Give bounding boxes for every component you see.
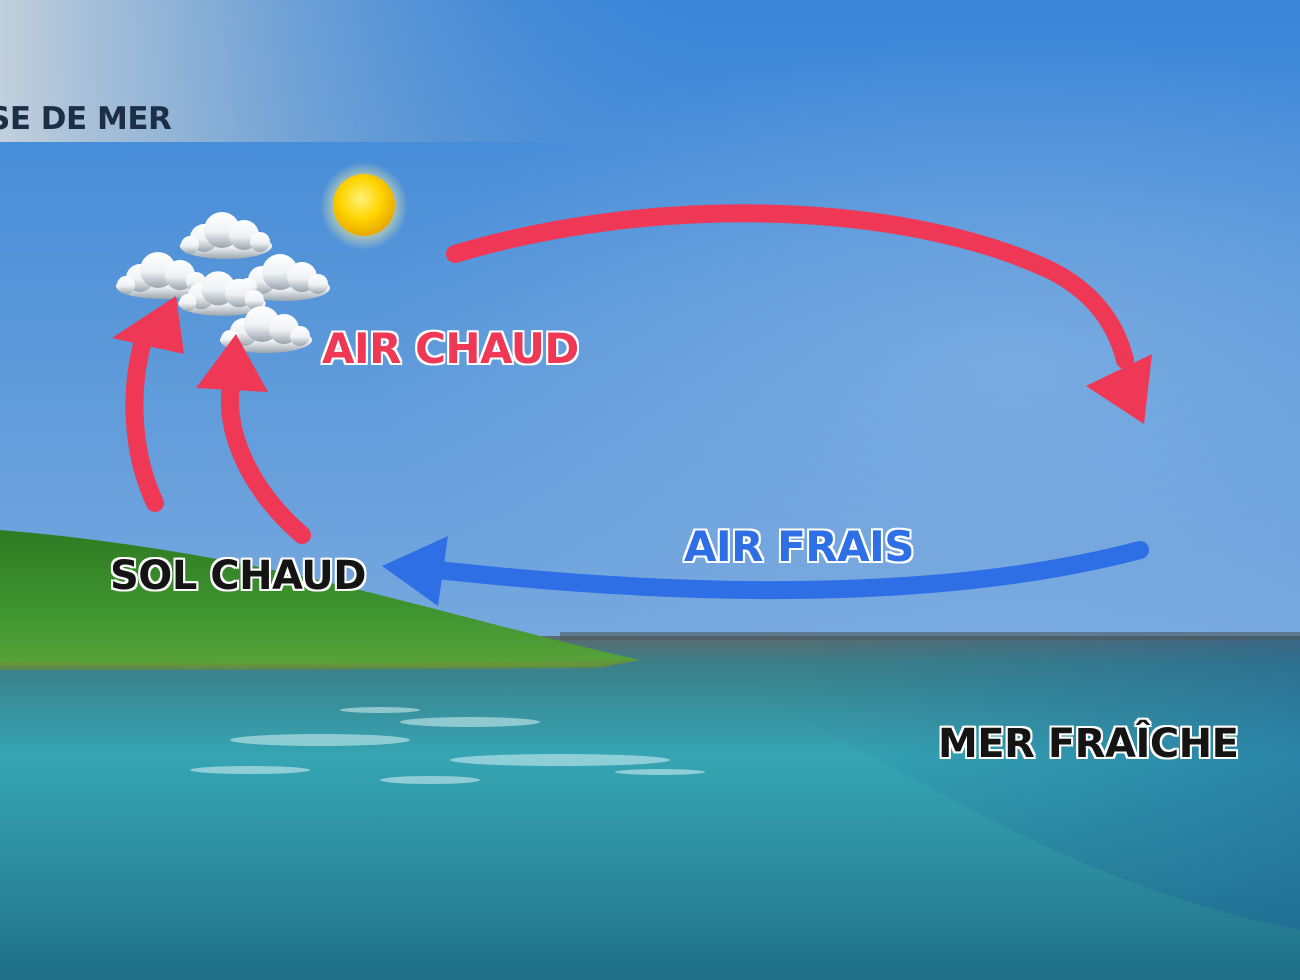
title-band [0, 0, 720, 142]
rising-warm-air-arrow-left [112, 296, 184, 512]
sea-shade-right [760, 636, 1300, 930]
mer-fraiche-label: MER FRAÎCHE [938, 721, 1239, 767]
cool-air-arrow [382, 536, 1149, 606]
warm-air-arc-arrow [446, 204, 1152, 424]
land [0, 530, 640, 667]
land-shore [0, 660, 640, 670]
page-title: SE DE MER [0, 101, 172, 137]
horizon-line [560, 632, 1300, 640]
air-chaud-label: AIR CHAUD [322, 324, 579, 373]
sea-highlights [190, 707, 705, 784]
title-bar: SE DE MER [0, 0, 720, 142]
rising-warm-air-arrow-right [196, 334, 311, 544]
sun-icon [333, 174, 395, 236]
sol-chaud-label: SOL CHAUD [110, 553, 366, 599]
air-frais-label: AIR FRAIS [684, 522, 915, 571]
